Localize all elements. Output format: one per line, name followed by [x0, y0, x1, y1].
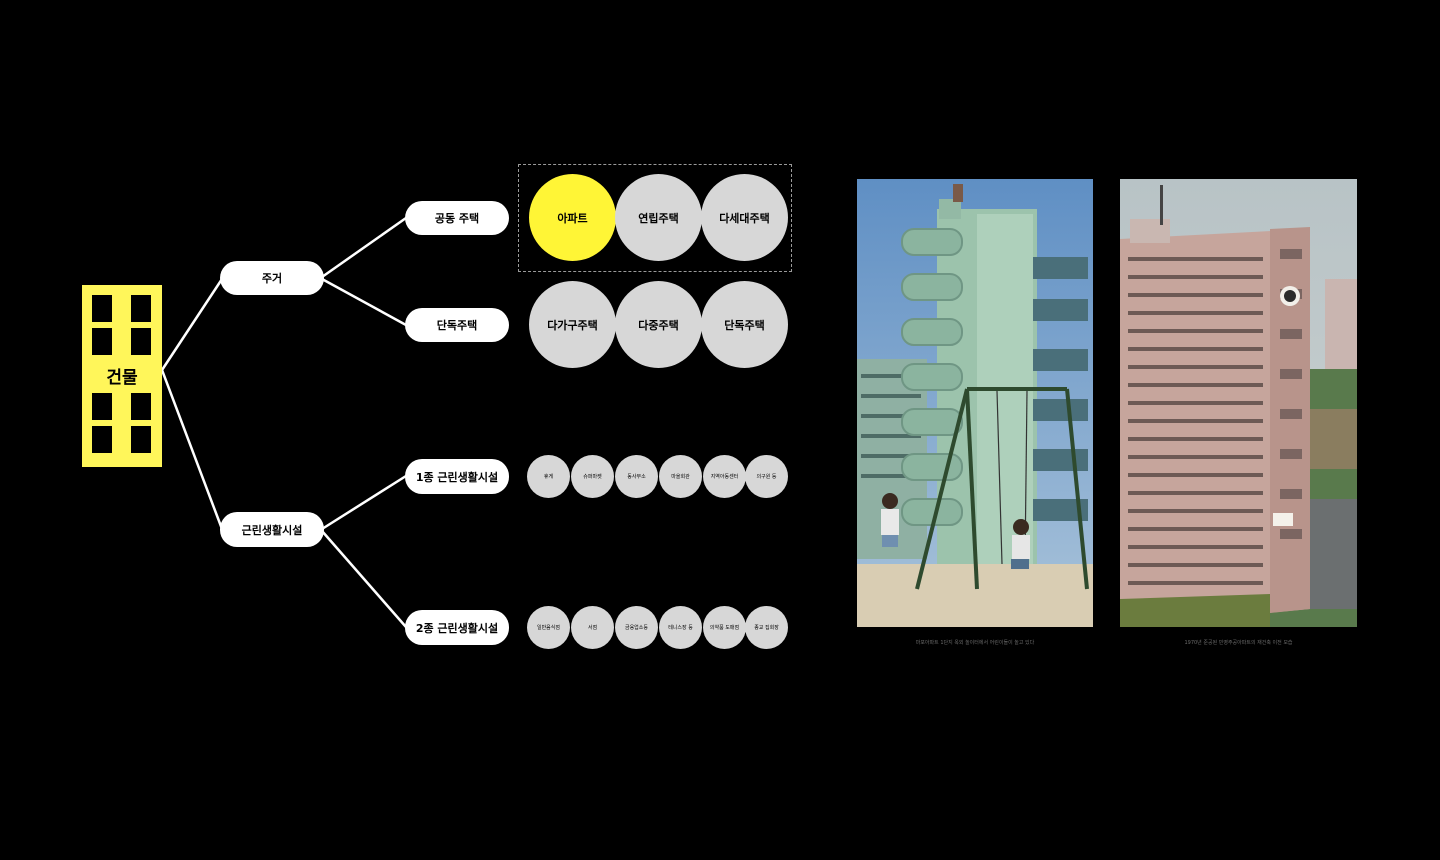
leaf-type2-finance: 금융업소등: [615, 606, 658, 649]
window-icon: [131, 393, 151, 420]
leaf-type1-childrens-center: 지역아동센터: [703, 455, 746, 498]
leaf-multi-household: 다세대주택: [701, 174, 788, 261]
leaf-type2-pharmacy-wholesale: 의약품 도매점: [703, 606, 746, 649]
node-type1-facilities: 1종 근린생활시설: [405, 459, 509, 494]
photo-caption: 마포아파트 1단지 옥외 놀이터에서 어린이들이 놀고 있다: [915, 640, 1035, 646]
root-label: 건물: [106, 368, 138, 388]
leaf-type1-village-hall: 마을회관: [659, 455, 702, 498]
window-icon: [131, 426, 151, 453]
window-icon: [92, 426, 112, 453]
leaf-type1-supermarket: 슈퍼마켓: [571, 455, 614, 498]
node-detached-housing: 단독주택: [405, 308, 509, 342]
leaf-multiplex: 다중주택: [615, 281, 702, 368]
window-icon: [92, 295, 112, 322]
window-icon: [131, 328, 151, 355]
leaf-type2-restaurant: 일반음식점: [527, 606, 570, 649]
node-multi-family-housing: 공동 주택: [405, 201, 509, 235]
window-icon: [92, 393, 112, 420]
window-icon: [131, 295, 151, 322]
leaf-type2-bookstore: 서점: [571, 606, 614, 649]
node-housing: 주거: [220, 261, 324, 295]
building-root-node: 건물: [82, 285, 162, 467]
selection-box: [518, 164, 792, 272]
leaf-type1-community-office: 동사무소: [615, 455, 658, 498]
leaf-type2-religious-hall: 종교 집회장: [745, 606, 788, 649]
leaf-row-house: 연립주택: [615, 174, 702, 261]
node-neighborhood-facilities: 근린생활시설: [220, 512, 324, 547]
photo-caption: 1970년 준공된 민영주공아파트의 재건축 이전 모습: [1184, 640, 1293, 646]
apartment-playground-photo: [857, 179, 1093, 627]
highrise-apartment-photo: [1120, 179, 1357, 627]
leaf-type1-clinic: 의구원 등: [745, 455, 788, 498]
leaf-multi-household-detached: 다가구주택: [529, 281, 616, 368]
window-icon: [92, 328, 112, 355]
leaf-apartment: 아파트: [529, 174, 616, 261]
leaf-type1-rest: 휴게: [527, 455, 570, 498]
leaf-type2-tennis: 테니스장 등: [659, 606, 702, 649]
node-type2-facilities: 2종 근린생활시설: [405, 610, 509, 645]
leaf-single-detached: 단독주택: [701, 281, 788, 368]
